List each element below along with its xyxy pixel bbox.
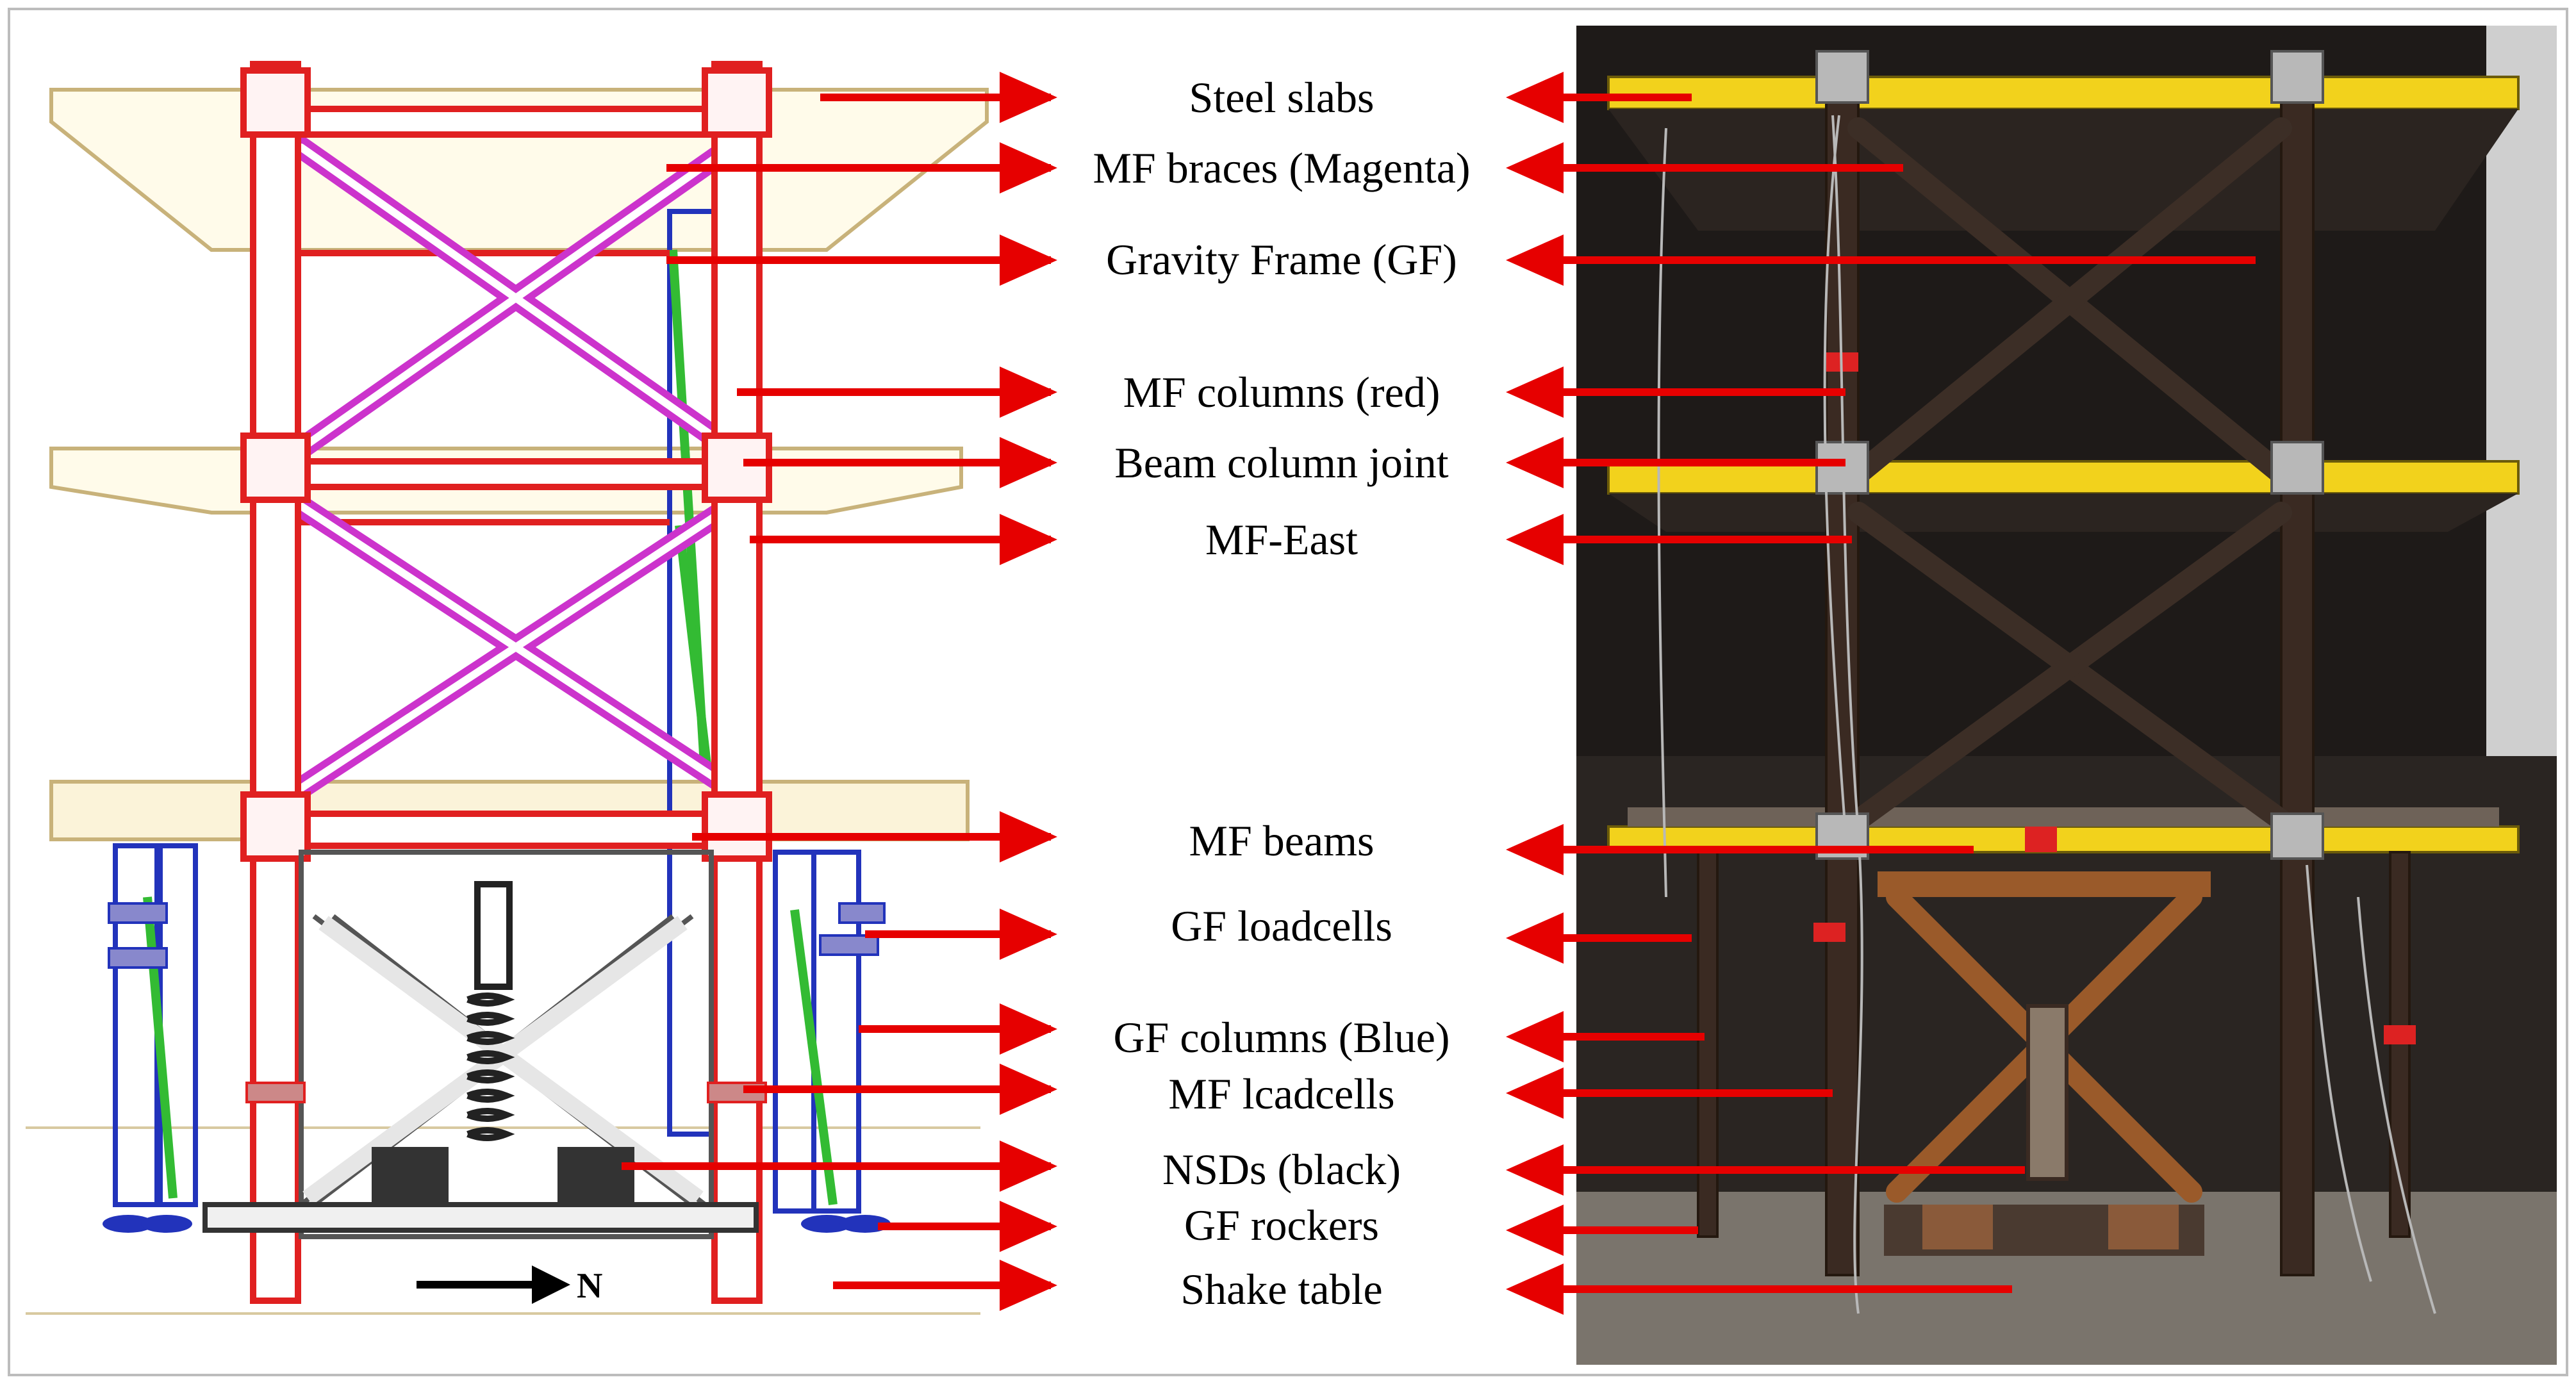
right-arrows: [1506, 72, 2256, 1315]
arrow-left-gf-columns: [859, 1003, 1057, 1055]
arrow-left-gf-loadcells: [865, 909, 1057, 960]
arrow-right-gf-loadcells: [1506, 912, 1692, 964]
arrow-right-mf-braces: [1506, 142, 1903, 194]
arrow-right-mf-east: [1506, 514, 1852, 565]
mf-braces-highlight: [297, 144, 734, 792]
label-beam-column-joint: Beam column joint: [1114, 438, 1448, 487]
arrow-right-mf-columns: [1506, 367, 1845, 418]
photo-wall-right: [2486, 26, 2557, 762]
nsd-spring: [466, 881, 515, 1141]
arrow-right-nsds: [1506, 1144, 2025, 1196]
nsd-dampers: [372, 1147, 634, 1205]
arrow-right-beam-column-joint: [1506, 437, 1845, 488]
label-gf-loadcells: GF loadcells: [1171, 902, 1392, 950]
label-steel-slabs: Steel slabs: [1189, 73, 1375, 122]
arrow-left-gravity-frame: [666, 235, 1057, 286]
arrow-left-steel-slabs: [820, 72, 1057, 123]
photo-wires: [1657, 115, 2436, 1314]
beam-column-joints: [240, 67, 772, 862]
arrow-right-mf-beams: [1506, 824, 1974, 875]
arrow-right-steel-slabs: [1506, 72, 1692, 123]
photo-nsd-dampers: [1922, 1205, 2179, 1249]
label-mf-beams: MF beams: [1189, 816, 1375, 865]
arrow-left-mf-loadcells: [743, 1064, 1057, 1115]
left-arrows: [622, 72, 1057, 1311]
photo-braces: [1847, 117, 2292, 831]
arrow-right-gf-columns: [1506, 1011, 1705, 1062]
photo-nsd-spring: [2026, 1004, 2068, 1181]
compass-label: N: [577, 1266, 602, 1306]
arrow-right-gf-rockers: [1506, 1205, 1698, 1256]
cad-drawing: N: [26, 61, 989, 1315]
label-gf-rockers: GF rockers: [1184, 1201, 1379, 1249]
arrow-left-nsds: [622, 1141, 1057, 1192]
arrow-left-beam-column-joint: [743, 437, 1057, 488]
test-specimen-photo: [1576, 26, 2557, 1365]
gf-beams: [298, 250, 670, 525]
label-nsds: NSDs (black): [1162, 1145, 1401, 1194]
arrow-left-gf-rockers: [878, 1201, 1057, 1252]
arrow-left-shake-table: [833, 1260, 1057, 1311]
arrow-right-shake-table: [1506, 1264, 2012, 1315]
label-mf-east: MF-East: [1205, 515, 1358, 564]
gf-rockers: [103, 1215, 891, 1233]
shake-table-base: [202, 1202, 759, 1233]
label-mf-loadcells: MF lcadcells: [1168, 1069, 1394, 1118]
arrow-left-mf-braces: [666, 142, 1057, 194]
photo-shake-table-top: [1878, 871, 2211, 897]
label-mf-columns: MF columns (red): [1123, 368, 1441, 416]
label-gf-columns: GF columns (Blue): [1113, 1013, 1449, 1062]
north-compass: N: [417, 1265, 602, 1306]
arrow-right-gravity-frame: [1506, 235, 2256, 286]
label-shake-table: Shake table: [1180, 1265, 1382, 1314]
label-mf-braces: MF braces (Magenta): [1093, 144, 1470, 192]
arrow-left-mf-east: [750, 514, 1057, 565]
arrow-left-mf-beams: [692, 811, 1057, 862]
center-labels: Steel slabs MF braces (Magenta) Gravity …: [1093, 73, 1470, 1314]
arrow-left-mf-columns: [737, 367, 1057, 418]
label-gravity-frame: Gravity Frame (GF): [1106, 235, 1457, 284]
arrow-right-mf-loadcells: [1506, 1067, 1833, 1119]
